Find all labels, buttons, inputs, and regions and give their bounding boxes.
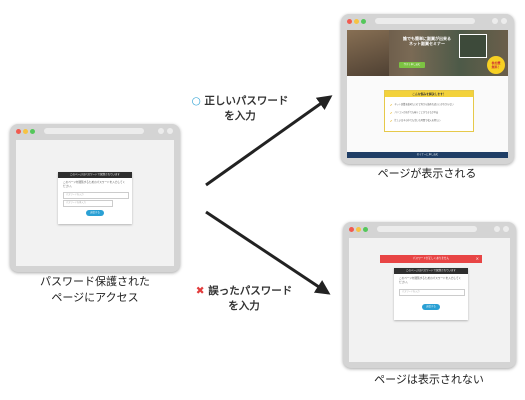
list-item: ✔パソコンが苦手でも稼ぐことができるか不安 — [390, 111, 439, 115]
toolbar-button-icon — [158, 128, 164, 134]
page-area: このページはパスワードで保護されています このページを閲覧するためのパスワードを… — [16, 140, 174, 266]
toolbar-button-icon — [167, 128, 173, 134]
check-icon: ✔ — [390, 103, 393, 107]
list-item: ✔ネット副業を始めたいけど何から始めればいいかわからない — [390, 103, 454, 107]
page-area: 誰でも簡単に副業が出来る ネット副業セミナー 今すぐ申し込む 参加費 無料！ こ… — [347, 30, 508, 158]
password-input[interactable]: パスワードを入力 — [63, 192, 129, 199]
password-input[interactable]: パスワードを入力 — [399, 289, 465, 296]
error-banner: パスワードが正しくありません × — [380, 255, 482, 263]
maximize-dot-icon — [361, 19, 366, 24]
check-icon: ✔ — [390, 119, 393, 123]
hero-photo-right — [459, 34, 487, 58]
toolbar-button-icon — [492, 18, 498, 24]
close-dot-icon — [16, 129, 21, 134]
failure-caption: ページは表示されない — [374, 373, 484, 386]
minimize-dot-icon — [354, 19, 359, 24]
hero-cta-button[interactable]: 今すぐ申し込む — [399, 62, 425, 68]
hero-photo-left — [347, 30, 389, 76]
check-icon: ✔ — [390, 111, 393, 115]
success-browser-window: 誰でも簡単に副業が出来る ネット副業セミナー 今すぐ申し込む 参加費 無料！ こ… — [341, 14, 514, 164]
hero-title: 誰でも簡単に副業が出来る ネット副業セミナー — [403, 36, 451, 46]
problems-box: こんな悩みを解決します！ ✔ネット副業を始めたいけど何から始めればいいかわからな… — [384, 90, 474, 132]
problems-box-title: こんな悩みを解決します！ — [385, 91, 473, 97]
close-dot-icon — [349, 227, 354, 232]
left-caption: パスワード保護された ページにアクセス — [40, 275, 150, 304]
address-bar — [377, 226, 477, 232]
problems-list: ✔ネット副業を始めたいけど何から始めればいいかわからない ✔パソコンが苦手でも稼… — [390, 101, 470, 125]
password-form: このページはパスワードで保護されています このページを閲覧するためのパスワードを… — [394, 268, 468, 320]
form-text: このページを閲覧するためのパスワードを入力してください。 — [399, 277, 462, 284]
failure-browser-window: パスワードが正しくありません × このページはパスワードで保護されています この… — [343, 222, 516, 368]
toolbar-button-icon — [501, 18, 507, 24]
window-titlebar — [341, 14, 514, 28]
maximize-dot-icon — [363, 227, 368, 232]
form-title: このページはパスワードで保護されています — [394, 268, 468, 274]
window-titlebar — [10, 124, 180, 138]
minimize-dot-icon — [356, 227, 361, 232]
toolbar-button-icon — [503, 226, 509, 232]
success-arrow — [205, 95, 333, 187]
password-form: このページはパスワードで保護されています このページを閲覧するためのパスワードを… — [58, 172, 132, 224]
free-badge: 参加費 無料！ — [487, 56, 505, 74]
hero-banner: 誰でも簡単に副業が出来る ネット副業セミナー 今すぐ申し込む 参加費 無料！ — [347, 30, 508, 76]
form-text: このページを閲覧するためのパスワードを入力してください。 — [63, 181, 126, 188]
page-area: パスワードが正しくありません × このページはパスワードで保護されています この… — [349, 238, 510, 362]
wrong-password-label: ✖ 誤ったパスワード を入力 — [195, 285, 293, 312]
minimize-dot-icon — [23, 129, 28, 134]
circle-icon: ○ — [191, 95, 201, 107]
left-browser-window: このページはパスワードで保護されています このページを閲覧するためのパスワードを… — [10, 124, 180, 272]
toolbar-button-icon — [494, 226, 500, 232]
window-titlebar — [343, 222, 516, 236]
submit-button[interactable]: 送信する — [422, 304, 440, 310]
success-caption: ページが表示される — [377, 167, 477, 180]
address-bar — [375, 18, 475, 24]
correct-password-label: ○ 正しいパスワード を入力 — [191, 95, 289, 122]
failure-arrow — [205, 210, 331, 295]
cross-icon: ✖ — [195, 285, 205, 297]
password-confirm-input[interactable]: パスワードを再入力 — [63, 200, 113, 207]
maximize-dot-icon — [30, 129, 35, 134]
close-icon[interactable]: × — [475, 256, 479, 261]
list-item: ✔忙しい日々の中でも空いた時間で収入を得たい — [390, 119, 441, 123]
submit-button[interactable]: 送信する — [86, 210, 104, 216]
address-bar — [44, 128, 144, 134]
form-title: このページはパスワードで保護されています — [58, 172, 132, 178]
close-dot-icon — [347, 19, 352, 24]
page-footer-bar[interactable]: セミナーに申し込む — [347, 152, 508, 158]
